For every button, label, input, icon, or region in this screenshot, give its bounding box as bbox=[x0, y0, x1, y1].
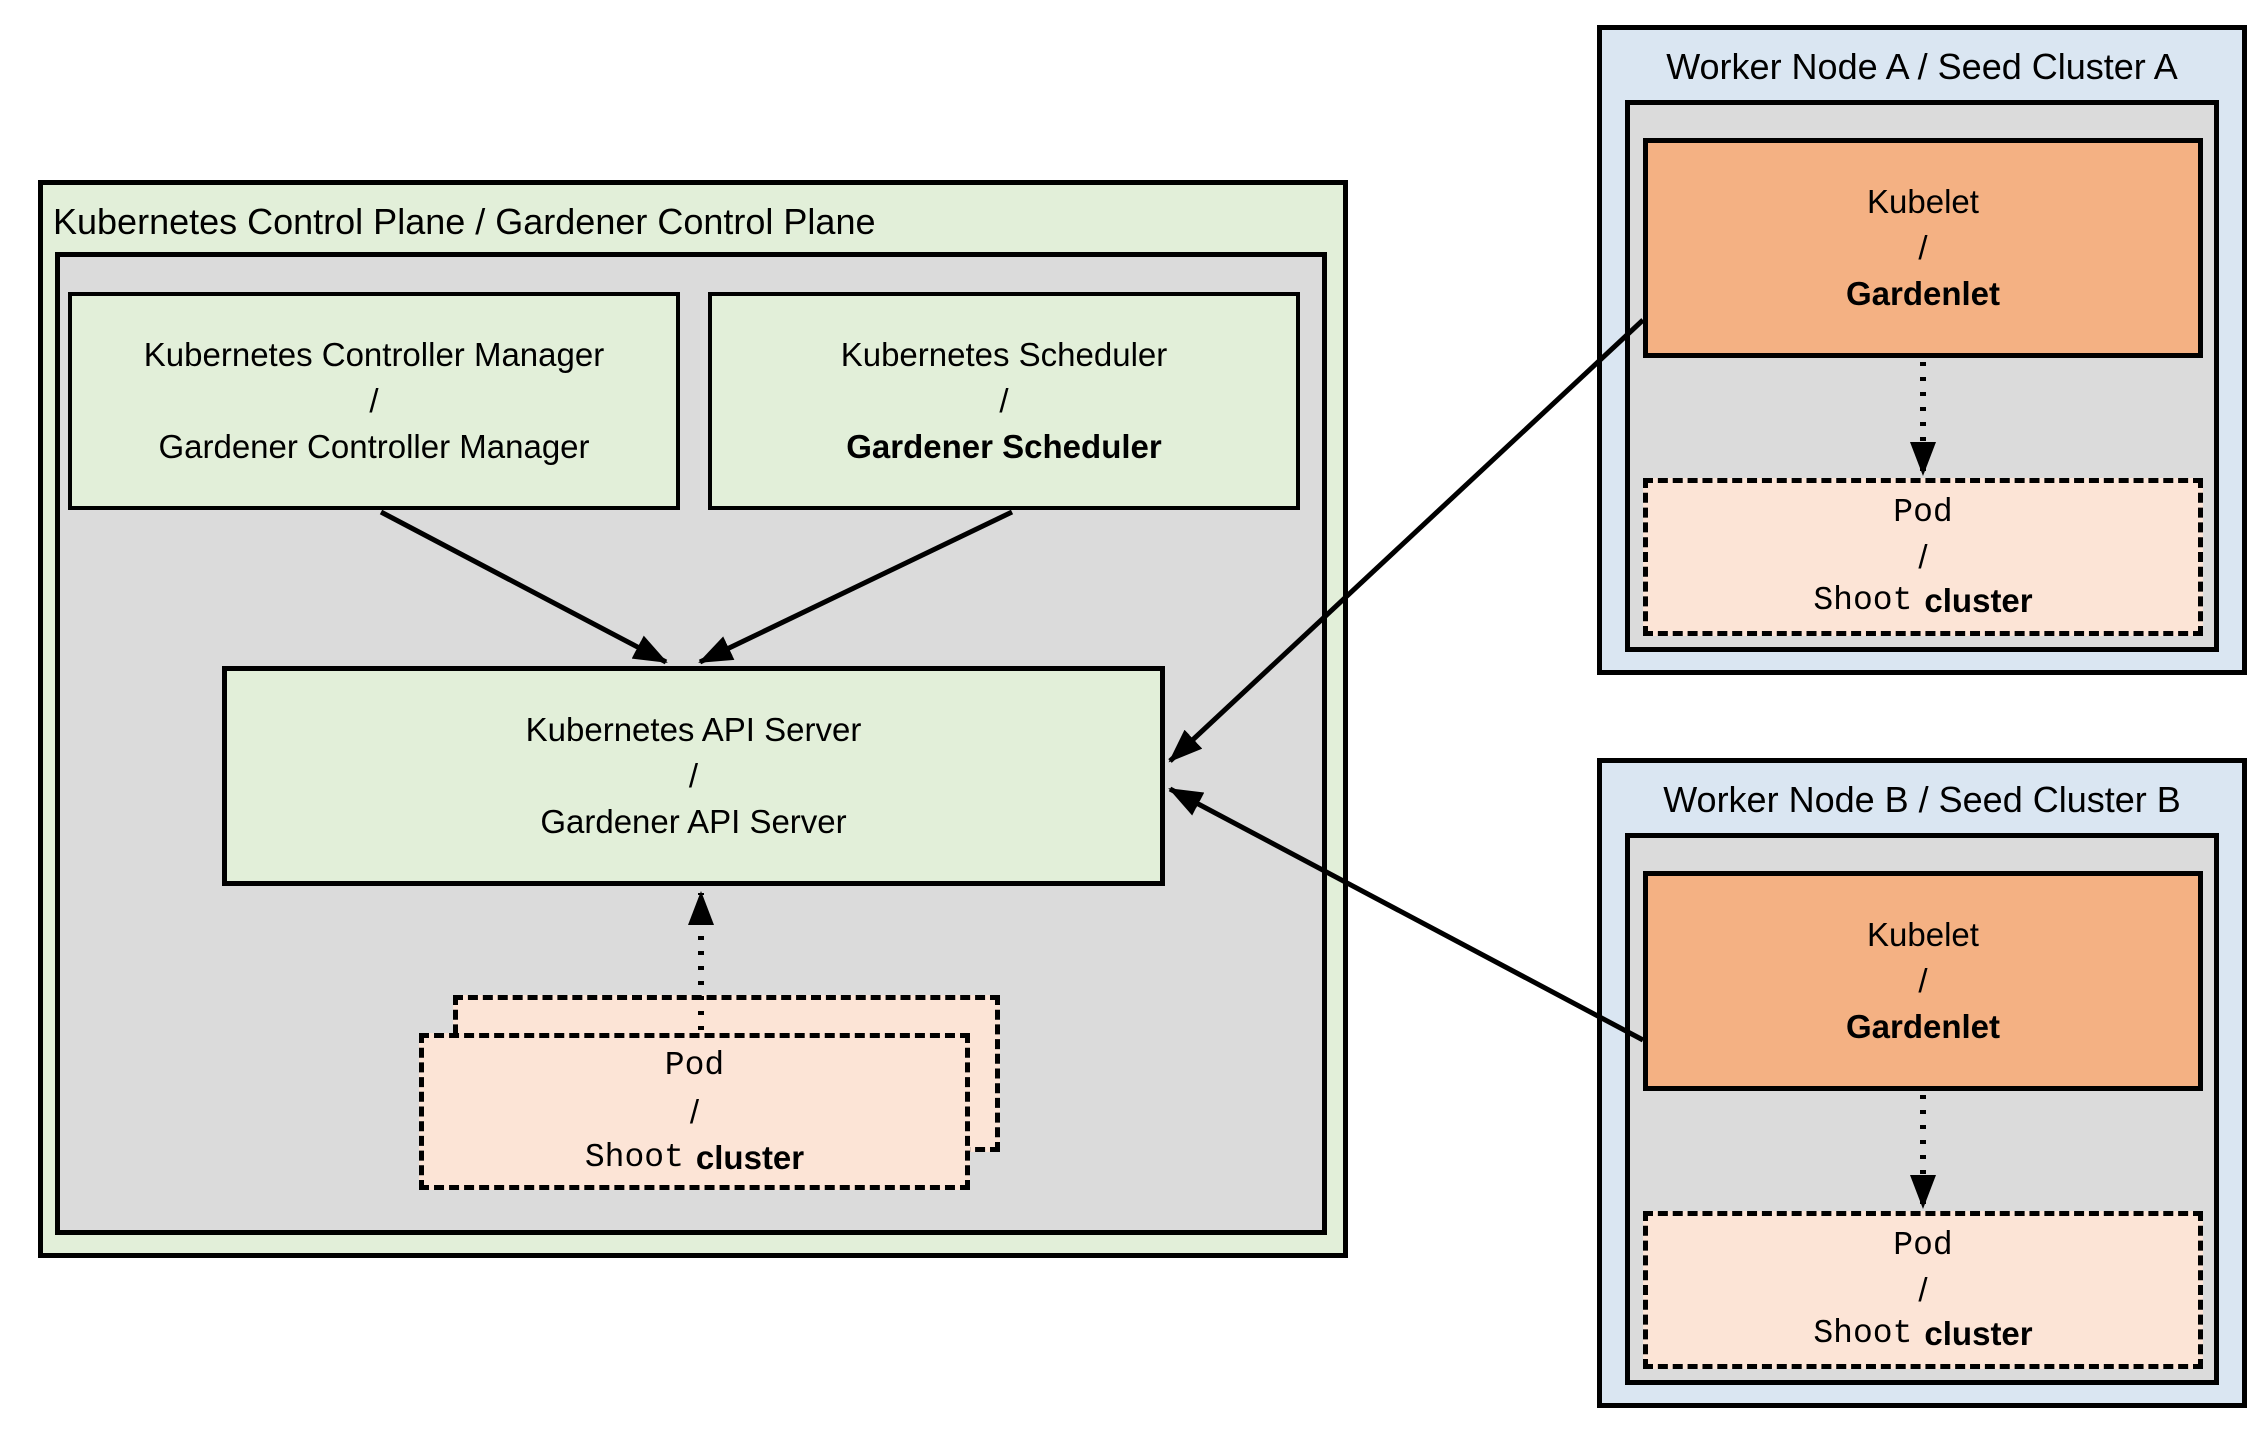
shoot-label: Shoot bbox=[1813, 1315, 1913, 1352]
scheduler-box: Kubernetes Scheduler / Gardener Schedule… bbox=[708, 292, 1300, 510]
pod-label: Pod bbox=[664, 1046, 725, 1084]
worker-node-b-title: Worker Node B / Seed Cluster B bbox=[1663, 779, 2181, 820]
shoot-label: Shoot bbox=[584, 1138, 684, 1176]
pod-label: Pod bbox=[1893, 494, 1953, 531]
pod-a-box: Pod / Shoot cluster bbox=[1643, 478, 2203, 636]
pod-b-box: Pod / Shoot cluster bbox=[1643, 1211, 2203, 1369]
pod-label: Pod bbox=[1893, 1227, 1953, 1264]
cluster-label: cluster bbox=[695, 1138, 805, 1176]
pod-shoot-cluster-box: Pod / Shoot cluster bbox=[419, 1033, 970, 1190]
kubelet-a-box: Kubelet / Gardenlet bbox=[1643, 138, 2203, 358]
api-server-line2: Gardener API Server bbox=[540, 803, 847, 840]
api-server-box: Kubernetes API Server / Gardener API Ser… bbox=[222, 666, 1165, 886]
slash: / bbox=[369, 382, 379, 419]
shoot-label: Shoot bbox=[1813, 582, 1913, 619]
cluster-label: cluster bbox=[1924, 582, 2033, 619]
slash: / bbox=[688, 757, 699, 794]
scheduler-line1: Kubernetes Scheduler bbox=[840, 336, 1168, 373]
slash: / bbox=[1918, 962, 1928, 999]
slash: / bbox=[999, 382, 1009, 419]
controller-manager-box: Kubernetes Controller Manager / Gardener… bbox=[68, 292, 680, 510]
kubelet-b-box: Kubelet / Gardenlet bbox=[1643, 871, 2203, 1091]
cluster-label: cluster bbox=[1924, 1315, 2033, 1352]
api-server-line1: Kubernetes API Server bbox=[525, 711, 862, 748]
controller-manager-line2: Gardener Controller Manager bbox=[158, 428, 590, 465]
kubelet-a-line1: Kubelet bbox=[1867, 183, 1979, 220]
slash: / bbox=[689, 1092, 700, 1130]
scheduler-line2: Gardener Scheduler bbox=[846, 428, 1162, 465]
control-plane-title: Kubernetes Control Plane / Gardener Cont… bbox=[53, 201, 876, 242]
slash: / bbox=[1918, 538, 1928, 575]
kubelet-b-line1: Kubelet bbox=[1867, 916, 1979, 953]
controller-manager-line1: Kubernetes Controller Manager bbox=[143, 336, 605, 373]
kubelet-a-line2: Gardenlet bbox=[1845, 275, 2001, 312]
slash: / bbox=[1918, 1271, 1928, 1308]
slash: / bbox=[1918, 229, 1928, 266]
kubelet-b-line2: Gardenlet bbox=[1845, 1008, 2001, 1045]
worker-node-a-title: Worker Node A / Seed Cluster A bbox=[1666, 46, 2178, 87]
